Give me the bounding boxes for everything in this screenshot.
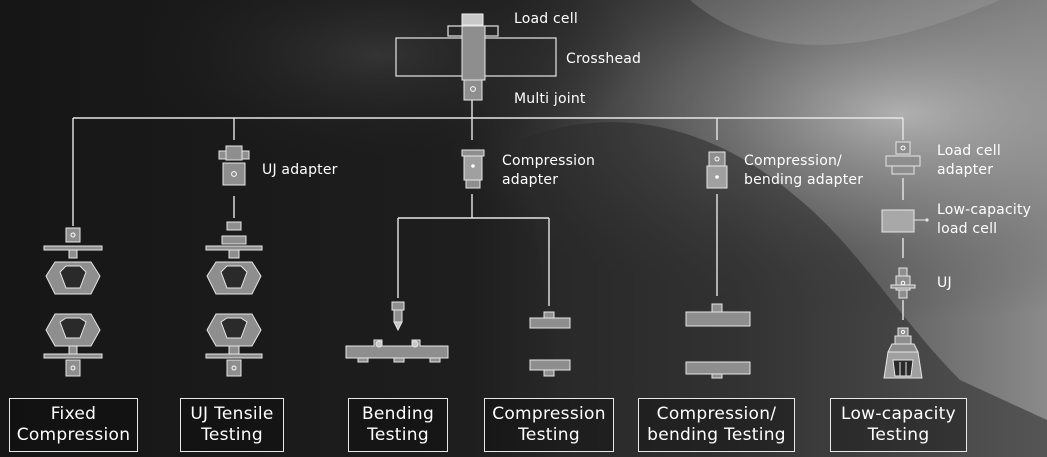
multi-joint-label: Multi joint [514, 91, 586, 107]
testing-box-uj-tensile: UJ Tensile Testing [180, 398, 284, 452]
testing-box-line2: Testing [518, 425, 580, 445]
multi-joint-icon [463, 79, 483, 101]
compression-adapter-label: Compression adapter [502, 152, 595, 190]
testing-box-line1: Compression [492, 404, 606, 424]
testing-box-line1: Compression/ [656, 404, 777, 424]
testing-box-fixed-compression: Fixed Compression [9, 398, 138, 452]
crosshead-icon [395, 25, 557, 81]
testing-box-low-capacity: Low-capacity Testing [830, 398, 967, 452]
testing-box-line2: Compression [16, 425, 131, 445]
low-capacity-fixture-icon [883, 327, 923, 379]
bending-fixture-icon [345, 301, 449, 363]
uj-icon [890, 267, 916, 299]
testing-box-line1: Bending [361, 404, 435, 424]
load-cell-adapter-icon [885, 141, 921, 175]
testing-box-line2: Testing [201, 425, 263, 445]
connector-lines [72, 100, 904, 320]
load-cell-label: Load cell [514, 11, 578, 27]
testing-box-line1: Low-capacity [841, 404, 956, 424]
compression-adapter-label-line1: Compression [502, 153, 596, 169]
load-cell-adapter-label: Load cell adapter [937, 142, 1001, 180]
testing-box-compression-bending: Compression/ bending Testing [638, 398, 795, 452]
low-capacity-load-cell-label-line1: Low-capacity [937, 202, 1032, 218]
testing-box-line1: UJ Tensile [190, 404, 274, 424]
low-capacity-load-cell-label-line2: load cell [937, 221, 998, 237]
compression-adapter-label-line2: adapter [502, 172, 559, 188]
compression-bending-plates-icon [685, 303, 751, 379]
load-cell-adapter-label-line1: Load cell [937, 143, 1001, 159]
uj-tensile-fixture-icon [205, 221, 263, 377]
compression-bending-adapter-label-line1: Compression/ [744, 153, 842, 169]
uj-adapter-label: UJ adapter [262, 162, 338, 178]
low-capacity-load-cell-icon [881, 209, 929, 233]
compression-bending-adapter-label: Compression/ bending adapter [744, 152, 863, 190]
testing-box-line2: Testing [367, 425, 429, 445]
compression-plates-icon [529, 311, 571, 377]
crosshead-label: Crosshead [566, 51, 642, 67]
compression-bending-adapter-label-line2: bending adapter [744, 172, 864, 188]
uj-label: UJ [937, 275, 952, 291]
load-cell-adapter-label-line2: adapter [937, 162, 994, 178]
low-capacity-load-cell-label: Low-capacity load cell [937, 201, 1031, 239]
compression-bending-adapter-icon [706, 151, 728, 189]
fixed-compression-fixture-icon [43, 227, 103, 377]
compression-adapter-icon [461, 149, 485, 189]
testing-box-bending: Bending Testing [348, 398, 448, 452]
testing-box-line2: Testing [867, 425, 930, 445]
testing-box-line2: bending Testing [647, 425, 786, 445]
testing-box-line1: Fixed [50, 404, 97, 424]
uj-adapter-icon [218, 145, 250, 186]
testing-box-compression: Compression Testing [484, 398, 614, 452]
